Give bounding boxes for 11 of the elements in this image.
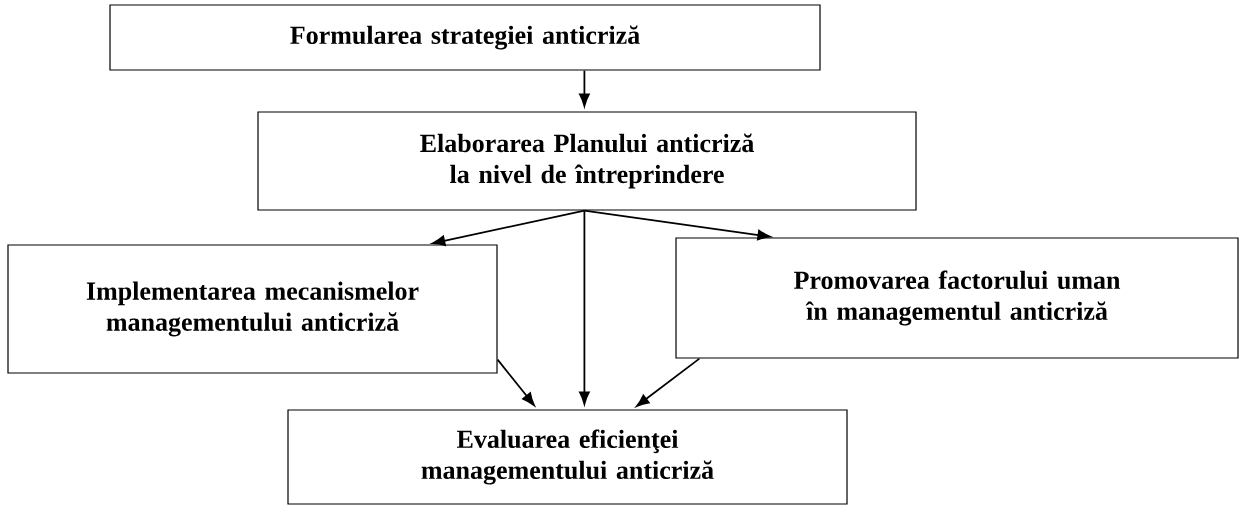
- process-box: Evaluarea eficienţei managementului anticriză: [287, 409, 848, 505]
- arrow: [583, 209, 771, 241]
- arrow: [496, 358, 535, 406]
- arrow: [636, 357, 701, 407]
- arrow: [579, 69, 590, 107]
- process-box: Promovarea factorului uman în managementul anticriză: [675, 237, 1239, 359]
- process-box: Elaborarea Planului anticriză la nivel de întreprindere: [257, 111, 917, 211]
- process-box: Implementarea mecanismelor managementului anticriză: [7, 244, 498, 374]
- process-box: Formularea strategiei anticriză: [109, 4, 821, 71]
- arrow: [579, 209, 590, 405]
- arrow: [432, 209, 586, 247]
